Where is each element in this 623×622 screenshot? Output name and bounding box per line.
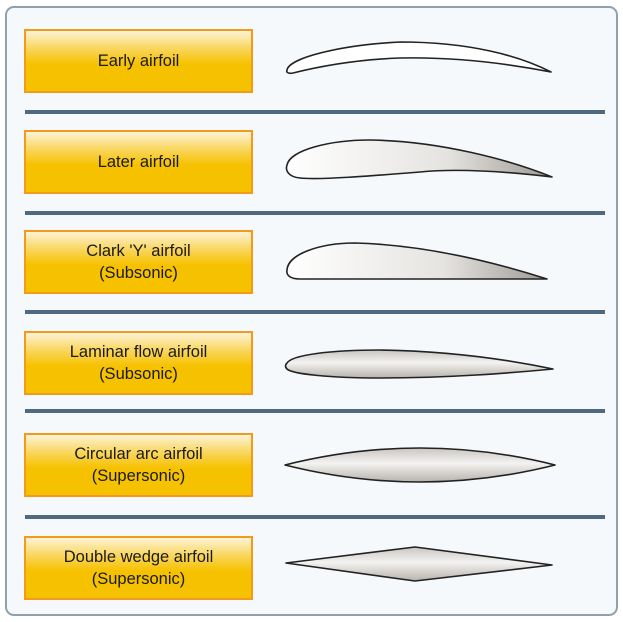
label-double-wedge-airfoil: Double wedge airfoil (Supersonic): [24, 536, 253, 600]
later-airfoil-shape: [285, 139, 553, 180]
label-early-airfoil: Early airfoil: [24, 29, 253, 93]
label-laminar-flow-airfoil: Laminar flow airfoil (Subsonic): [24, 331, 253, 395]
double-wedge-airfoil-shape: [285, 546, 553, 582]
circular-arc-airfoil-shape: [284, 447, 556, 483]
divider: [25, 110, 605, 114]
divider: [25, 211, 605, 215]
clark-y-airfoil-shape: [286, 242, 548, 280]
divider: [25, 310, 605, 314]
label-clark-y-airfoil: Clark 'Y' airfoil (Subsonic): [24, 230, 253, 294]
laminar-flow-airfoil-shape: [284, 349, 554, 379]
divider: [25, 409, 605, 413]
early-airfoil-shape: [285, 41, 552, 75]
label-circular-arc-airfoil: Circular arc airfoil (Supersonic): [24, 433, 253, 497]
label-later-airfoil: Later airfoil: [24, 130, 253, 194]
divider: [25, 515, 605, 519]
